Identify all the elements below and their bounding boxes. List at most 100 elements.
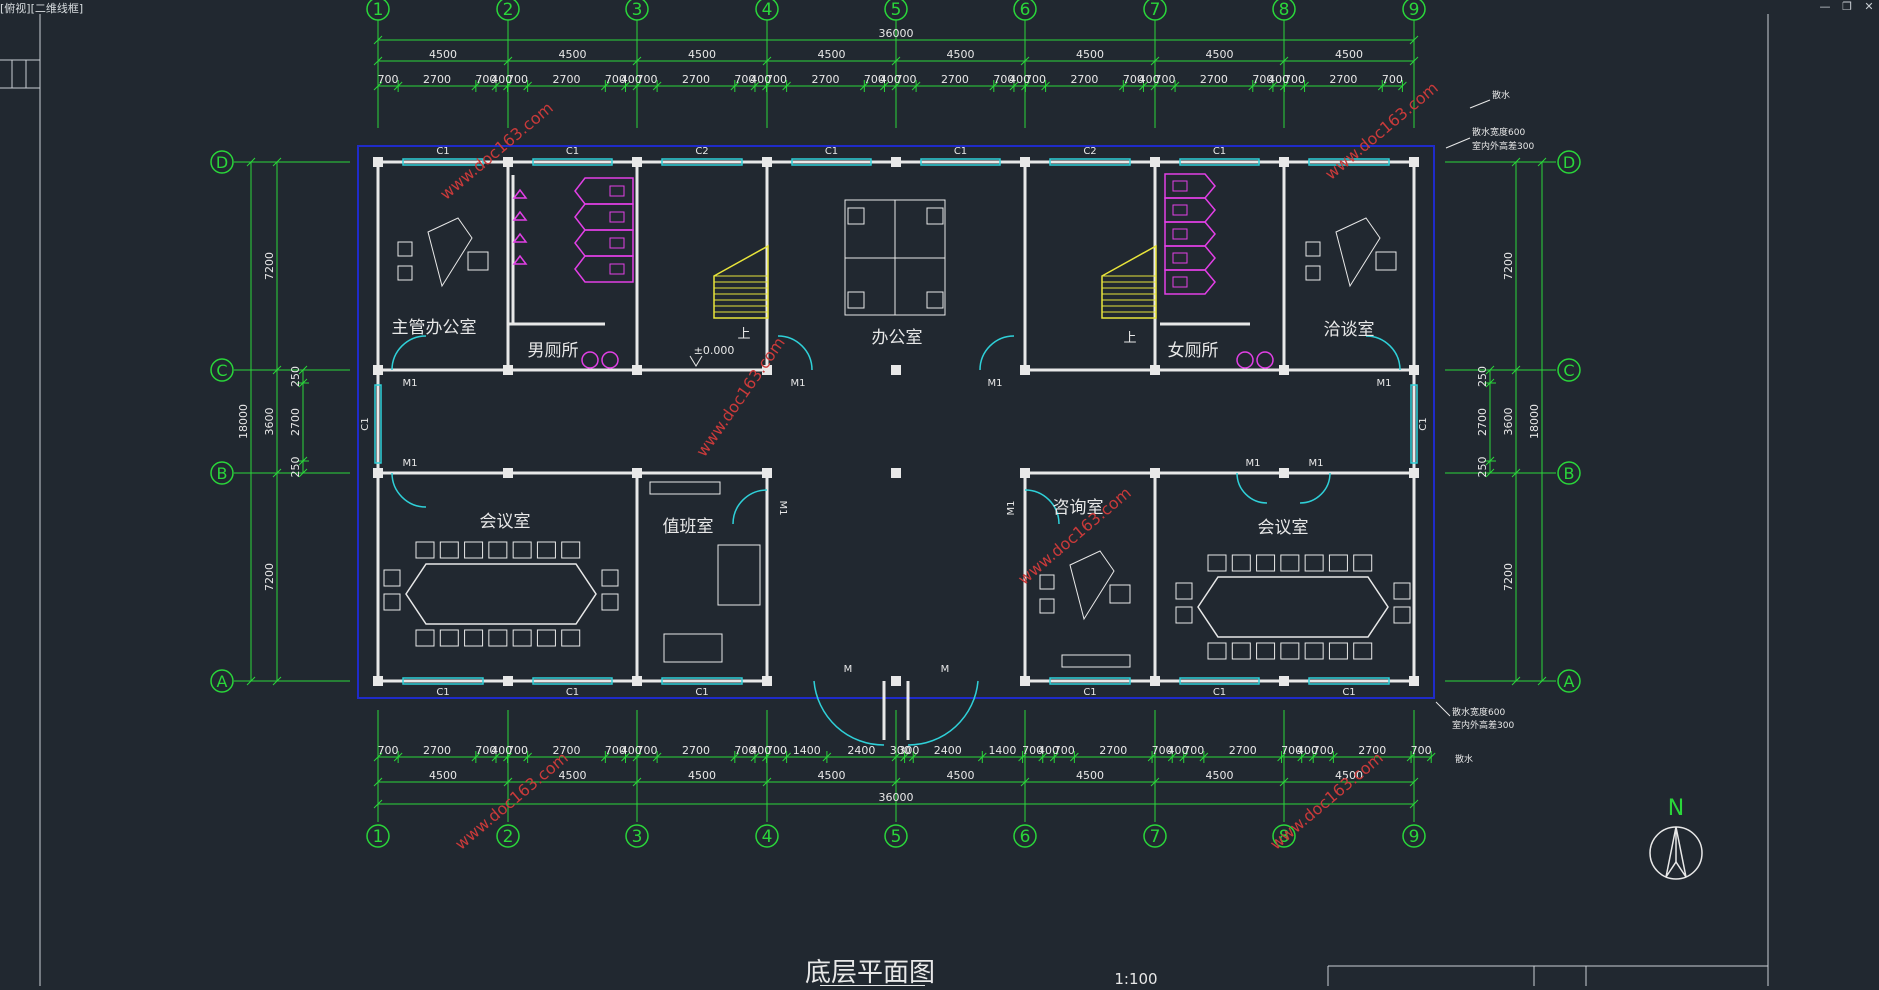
axis-bubble: [1557, 669, 1581, 693]
minimize-icon[interactable]: —: [1819, 0, 1831, 13]
window-tag: C1: [954, 146, 967, 157]
sink-icon: [581, 351, 599, 369]
chair-icon: [1256, 554, 1276, 572]
dim-detail-top-text: 400: [1139, 73, 1160, 86]
door-tag: M1: [777, 501, 788, 516]
axis-label-row: D: [216, 153, 228, 172]
structural-column: [891, 676, 901, 686]
dim-detail-top-text: 400: [1009, 73, 1030, 86]
axis-bubble: [496, 0, 520, 21]
drawing-title: 底层平面图: [805, 958, 935, 986]
window-tag: C1: [1342, 687, 1355, 698]
structural-column: [503, 676, 513, 686]
chair-icon: [1256, 642, 1276, 660]
close-icon[interactable]: ✕: [1864, 0, 1874, 13]
dim-bay-bottom-text: 4500: [1076, 769, 1104, 782]
note-label: 散水宽度600: [1472, 126, 1525, 138]
axis-label-col: 2: [503, 827, 514, 847]
structural-column: [1409, 676, 1419, 686]
chair-icon: [467, 251, 489, 271]
axis-label-col: 4: [762, 827, 773, 847]
door-swing: [1024, 489, 1060, 525]
dim-detail-top-text: 400: [1268, 73, 1289, 86]
dim-detail-bottom-text: 400: [750, 744, 771, 757]
door-swing: [391, 335, 427, 371]
structural-column: [1279, 157, 1289, 167]
manager-desk-icon: [427, 217, 473, 288]
dim-vtotal-right-text: 18000: [1528, 404, 1541, 439]
axis-label-col: 3: [632, 0, 643, 20]
axis-label-row: A: [217, 672, 228, 691]
dim-bay-bottom-text: 4500: [429, 769, 457, 782]
restore-icon[interactable]: ❐: [1842, 0, 1852, 13]
shelf-icon: [649, 481, 721, 495]
dim-detail-top-text: 2700: [1070, 73, 1098, 86]
axis-label-row: A: [1564, 672, 1575, 691]
structural-column: [373, 468, 383, 478]
window: [1308, 677, 1390, 685]
chair-icon: [1109, 584, 1131, 604]
axis-bubble: [1143, 0, 1167, 21]
axis-bubble: [1143, 824, 1167, 848]
window-tag: C1: [436, 687, 449, 698]
structural-column: [1150, 676, 1160, 686]
dim-detail-top-text: 700: [1155, 73, 1176, 86]
structural-column: [1020, 365, 1030, 375]
axis-bubble: [1402, 824, 1426, 848]
chair-icon: [1280, 642, 1300, 660]
axis-label-col: 7: [1150, 827, 1161, 847]
drawing-scale: 1:100: [1114, 970, 1157, 986]
meeting-table-icon: [1197, 576, 1389, 638]
dim-detail-top-text: 700: [637, 73, 658, 86]
window-tag: C1: [695, 687, 708, 698]
room-label: 值班室: [663, 517, 714, 537]
view-tab-label[interactable]: [俯视][二维线框]: [0, 2, 84, 15]
dim-detail-top-text: 700: [1382, 73, 1403, 86]
dim-detail-bottom-text: 400: [491, 744, 512, 757]
dim-total-bottom-text: 36000: [879, 791, 914, 804]
axis-bubble: [755, 824, 779, 848]
dim-detail-top-text: 2700: [941, 73, 969, 86]
dim-detail-bottom-text: 2700: [682, 744, 710, 757]
urinal-icon: [512, 254, 528, 265]
dim-detail-top-text: 400: [621, 73, 642, 86]
chair-icon: [1353, 554, 1373, 572]
axis-bubble: [1557, 150, 1581, 174]
axis-bubble: [1557, 461, 1581, 485]
toilet-icon: [1172, 204, 1188, 216]
dim-detail-top-text: 2700: [811, 73, 839, 86]
window-tag: C1: [360, 417, 371, 430]
toilet-icon: [609, 237, 625, 249]
structural-column: [1150, 157, 1160, 167]
room-label: 会议室: [480, 512, 531, 532]
door-tag: M1: [1246, 458, 1261, 469]
dim-detail-top-text: 700: [475, 73, 496, 86]
note-label: 室内外高差300: [1472, 140, 1534, 152]
structural-column: [1020, 157, 1030, 167]
chair-icon: [1375, 251, 1397, 271]
axis-bubble: [1013, 0, 1037, 21]
window-tag: C1: [1083, 687, 1096, 698]
chair-icon: [926, 291, 944, 309]
toilet-stall-icon: [1164, 197, 1216, 223]
dim-detail-bottom-text: 1400: [793, 744, 821, 757]
axis-bubble: [884, 824, 908, 848]
dim-detail-top-text: 2700: [682, 73, 710, 86]
axis-label-col: 1: [373, 0, 384, 20]
toilet-stall-icon: [574, 255, 634, 283]
leader-line: [1469, 99, 1491, 109]
chair-icon: [512, 541, 532, 559]
chair-icon: [512, 629, 532, 647]
chair-icon: [1175, 582, 1193, 600]
dim-detail-bottom-text: 700: [1411, 744, 1432, 757]
stair-outline-icon: [1101, 244, 1157, 319]
window-tag: C1: [566, 146, 579, 157]
axis-label-col: 8: [1279, 827, 1290, 847]
dim-vmain-left-text: 3600: [263, 408, 276, 436]
duty-desk-icon: [717, 544, 761, 606]
door-swing: [1365, 335, 1401, 371]
door-tag: M1: [403, 458, 418, 469]
sink-icon: [1236, 351, 1254, 369]
